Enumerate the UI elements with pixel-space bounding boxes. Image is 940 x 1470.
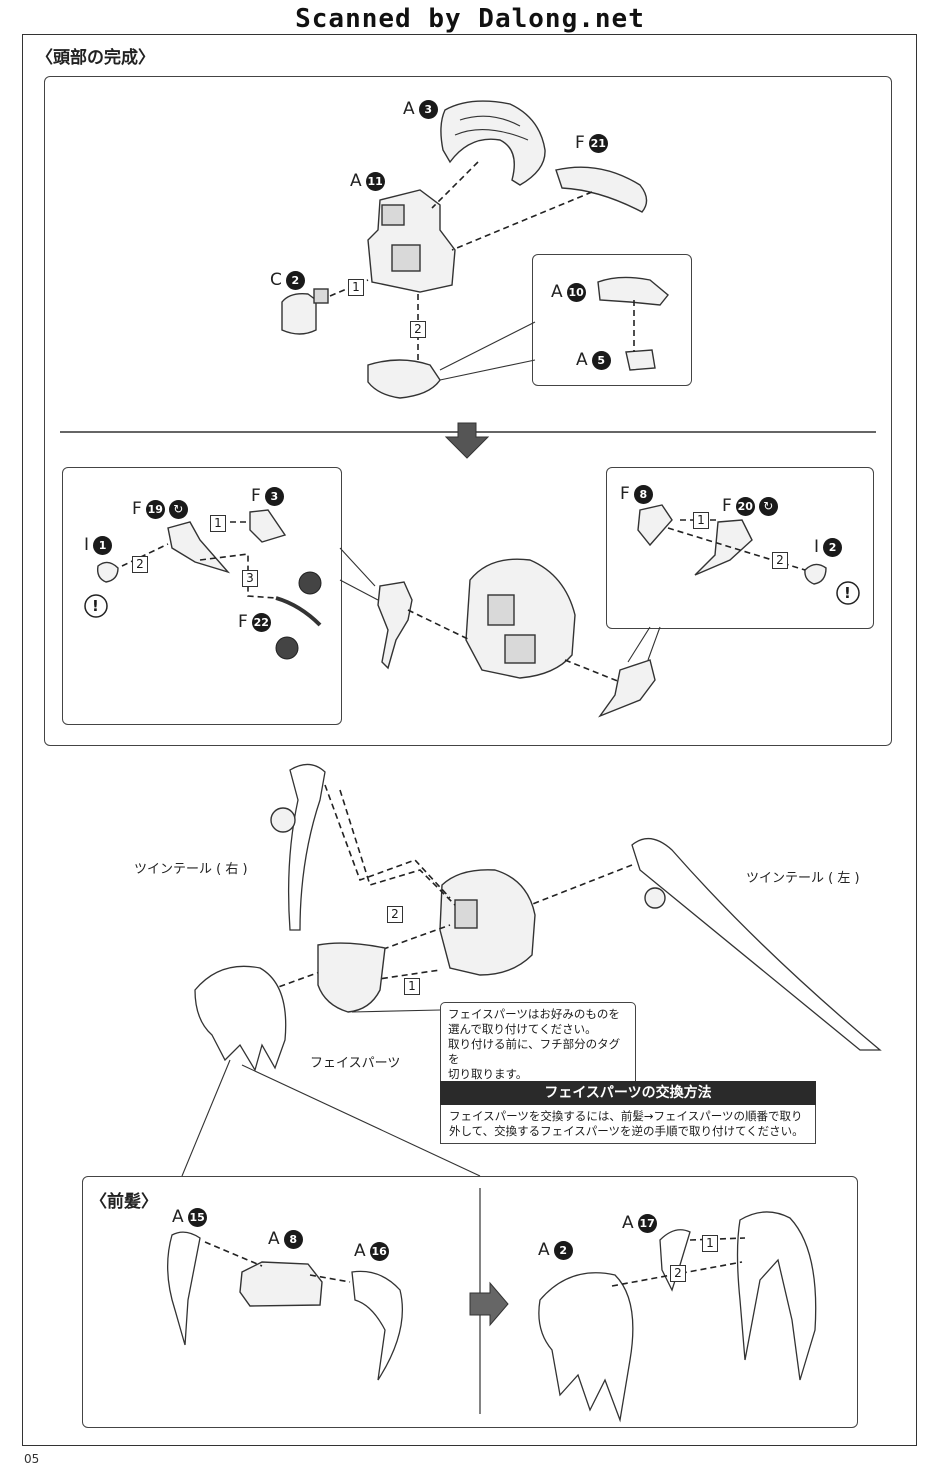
step-3: 3 bbox=[242, 570, 258, 587]
section-title-bangs: 〈前髪〉 bbox=[90, 1192, 158, 1212]
section-title-head: 〈頭部の完成〉 bbox=[36, 48, 155, 68]
head-bangs-assembled-part bbox=[736, 1211, 817, 1381]
step-1: 1 bbox=[404, 978, 420, 995]
f3-part bbox=[249, 509, 287, 543]
step-2: 2 bbox=[132, 556, 148, 573]
i2-part bbox=[804, 563, 827, 585]
arrow-f21-to-a11 bbox=[451, 191, 593, 251]
head-core-part bbox=[367, 189, 456, 293]
head-assembly-panel bbox=[44, 76, 892, 746]
step-1: 1 bbox=[702, 1235, 718, 1252]
rotate-icon: ↻ bbox=[168, 499, 188, 519]
head-assembled-part bbox=[465, 558, 576, 679]
twintail-right-part bbox=[287, 763, 326, 931]
step-2: 2 bbox=[772, 552, 788, 569]
page-frame bbox=[22, 34, 917, 1446]
f22-part bbox=[275, 596, 322, 627]
a5-part bbox=[625, 349, 656, 371]
caption-twintail-left: ツインテール ( 左 ) bbox=[746, 871, 860, 886]
exchange-title-banner: フェイスパーツの交換方法 bbox=[440, 1081, 816, 1105]
caption-face-parts: フェイスパーツ bbox=[310, 1056, 401, 1071]
step-1: 1 bbox=[693, 512, 709, 529]
neck-joint-part bbox=[281, 292, 317, 335]
jaw-part bbox=[367, 359, 441, 399]
bangs-hair-part bbox=[194, 965, 287, 1072]
step-2: 2 bbox=[410, 321, 426, 338]
right-arrow-icon bbox=[469, 1281, 509, 1327]
a10-part bbox=[597, 276, 669, 306]
head-back-plate-part bbox=[555, 166, 648, 213]
sub-box-a10-a5 bbox=[532, 254, 692, 386]
step-1: 1 bbox=[348, 279, 364, 296]
sub-box-right-ear bbox=[606, 467, 874, 629]
helmet-top-part bbox=[440, 100, 546, 186]
face-parts-note: フェイスパーツはお好みのものを 選んで取り付けてください。 取り付ける前に、フチ… bbox=[440, 1002, 636, 1087]
step-2: 2 bbox=[387, 906, 403, 923]
watermark-text: Scanned by Dalong.net bbox=[295, 4, 645, 34]
left-ear-assembly-part bbox=[377, 581, 413, 670]
a16-part bbox=[351, 1270, 403, 1381]
step-1: 1 bbox=[210, 515, 226, 532]
warning-icon: ! bbox=[92, 597, 99, 615]
a8-part bbox=[239, 1261, 323, 1307]
f19-part bbox=[167, 521, 231, 574]
a2-part bbox=[538, 1272, 634, 1423]
twintail-left-part bbox=[631, 838, 882, 1051]
a15-part bbox=[167, 1231, 201, 1346]
face-part bbox=[317, 942, 386, 1013]
right-ear-assembly-part bbox=[598, 659, 656, 718]
bangs-panel bbox=[82, 1176, 858, 1428]
head-with-twintails-part bbox=[439, 869, 536, 976]
page-number: 05 bbox=[24, 1452, 40, 1466]
arrow-a3-to-a11 bbox=[431, 161, 479, 209]
warning-icon: ! bbox=[844, 584, 851, 602]
i1-part bbox=[96, 561, 119, 583]
rotate-icon: ↻ bbox=[758, 496, 778, 516]
down-arrow-icon bbox=[444, 422, 490, 459]
sub-box-left-ear bbox=[62, 467, 342, 725]
step-2: 2 bbox=[670, 1265, 686, 1282]
exchange-instructions: フェイスパーツを交換するには、前髪→フェイスパーツの順番で取り 外して、交換する… bbox=[440, 1105, 816, 1144]
caption-twintail-right: ツインテール ( 右 ) bbox=[134, 862, 248, 877]
f8-part bbox=[637, 504, 673, 547]
f20-part bbox=[694, 519, 753, 576]
